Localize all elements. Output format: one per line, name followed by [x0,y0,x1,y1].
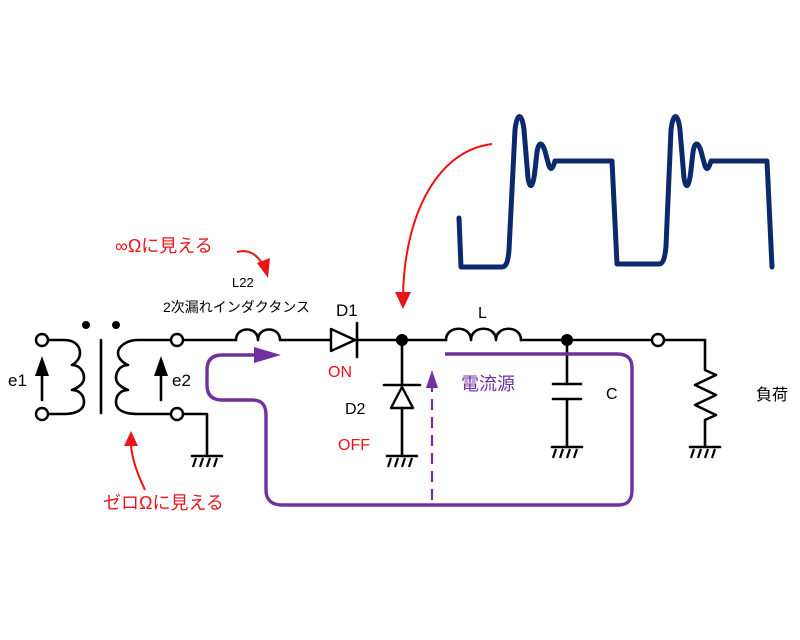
ground-symbol-d2 [385,454,419,468]
current-loop-path [205,352,634,507]
leakage-inductor-l22 [234,328,282,342]
infinite-ohm-annotation: ∞Ωに見える [115,236,213,256]
infinite-ohm-arrowhead [257,258,270,278]
voltage-waveform [456,114,775,270]
current-flow-arrow-icon [254,347,281,363]
d2-state-label: OFF [338,437,370,454]
d1-label: D1 [336,301,358,320]
d1-state-label: ON [328,364,352,381]
primary-terminal-bottom [34,406,50,422]
waveform-pointer-arrow [402,143,493,296]
output-terminal [650,332,666,348]
waveform-pointer-arrowhead [395,292,411,309]
polarity-dot-secondary [112,321,120,329]
diode-d1 [329,321,359,359]
e1-label: e1 [8,371,27,390]
zero-ohm-arrowhead [124,431,138,446]
capacitor-c-label: C [606,386,618,403]
e2-label: e2 [172,371,191,390]
polarity-dot-primary [82,321,90,329]
ground-symbol-secondary [190,454,224,468]
ground-symbol-capacitor [550,445,584,459]
zero-ohm-pointer [130,444,146,491]
zero-ohm-annotation: ゼロΩに見える [103,493,224,513]
d2-label: D2 [345,401,366,418]
current-source-label: 電流源 [461,374,515,394]
inductor-l-label: L [478,305,487,322]
primary-winding [46,338,86,416]
e2-arrow-icon [154,356,168,376]
l22-label: L22 [232,275,254,290]
e1-arrow-icon [35,356,49,376]
load-label: 負荷 [756,386,788,404]
load-resistor [693,338,718,448]
secondary-winding [114,338,173,416]
secondary-ground-wire [181,412,209,457]
leakage-inductance-label: 2次漏れインダクタンス [163,299,310,315]
freewheel-current-arrow-icon [426,370,438,388]
output-inductor-l [444,327,523,342]
ground-symbol-load [688,445,722,459]
transformer [34,321,185,422]
primary-terminal-top [34,332,50,348]
diode-d2 [382,338,422,457]
capacitor-c [551,338,583,448]
secondary-terminal-bottom [169,406,185,422]
secondary-terminal-top [169,332,185,348]
